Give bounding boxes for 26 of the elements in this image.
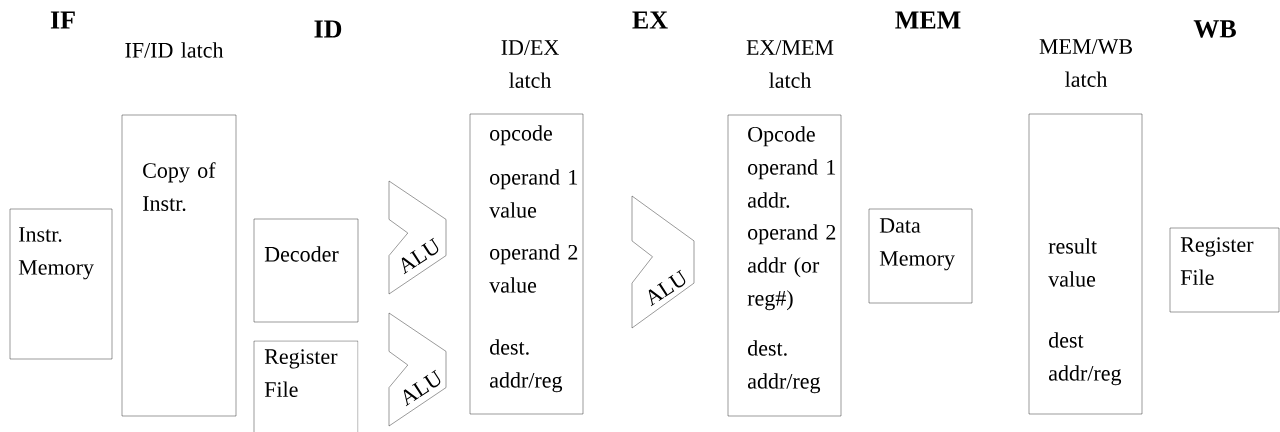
node-label: dest. addr/reg — [747, 340, 821, 394]
node-label: operand 2 value — [489, 244, 578, 293]
node-label: operand 1 addr. — [747, 159, 836, 208]
node-label: operand 1 value — [489, 169, 578, 218]
stage-label: WB — [1193, 20, 1236, 38]
latch-box: Opcode operand 1 addr. operand 2 addr (or reg#) dest. addr/reg — [727, 114, 842, 417]
latch-box: Copy of Instr. — [121, 114, 237, 417]
stage-label: ID — [314, 20, 342, 38]
stage-label: MEM — [895, 11, 961, 29]
node-label: dest. addr/reg — [489, 339, 563, 393]
latch-heading: MEM/WB latch — [1039, 39, 1132, 87]
latch-heading: ID/EX latch — [501, 40, 559, 88]
unit-box: Data Memory — [868, 208, 973, 304]
unit-box: Decoder — [253, 218, 359, 323]
stage-label: IF — [50, 11, 75, 29]
stage-label: EX — [632, 11, 668, 29]
node-label: opcode — [490, 125, 552, 146]
latch-heading: IF/ID latch — [125, 42, 224, 58]
node-label: operand 2 addr (or reg#) — [747, 224, 836, 311]
latch-heading: EX/MEM latch — [746, 40, 834, 88]
latch-box: result value dest addr/reg — [1028, 113, 1143, 415]
node-label: Opcode — [748, 126, 815, 147]
unit-box: Register File — [1169, 227, 1280, 313]
unit-box: Register File — [253, 340, 359, 432]
unit-box: Instr. Memory — [9, 208, 113, 360]
latch-box: opcode operand 1 value operand 2 value dest. addr/reg — [469, 113, 584, 415]
